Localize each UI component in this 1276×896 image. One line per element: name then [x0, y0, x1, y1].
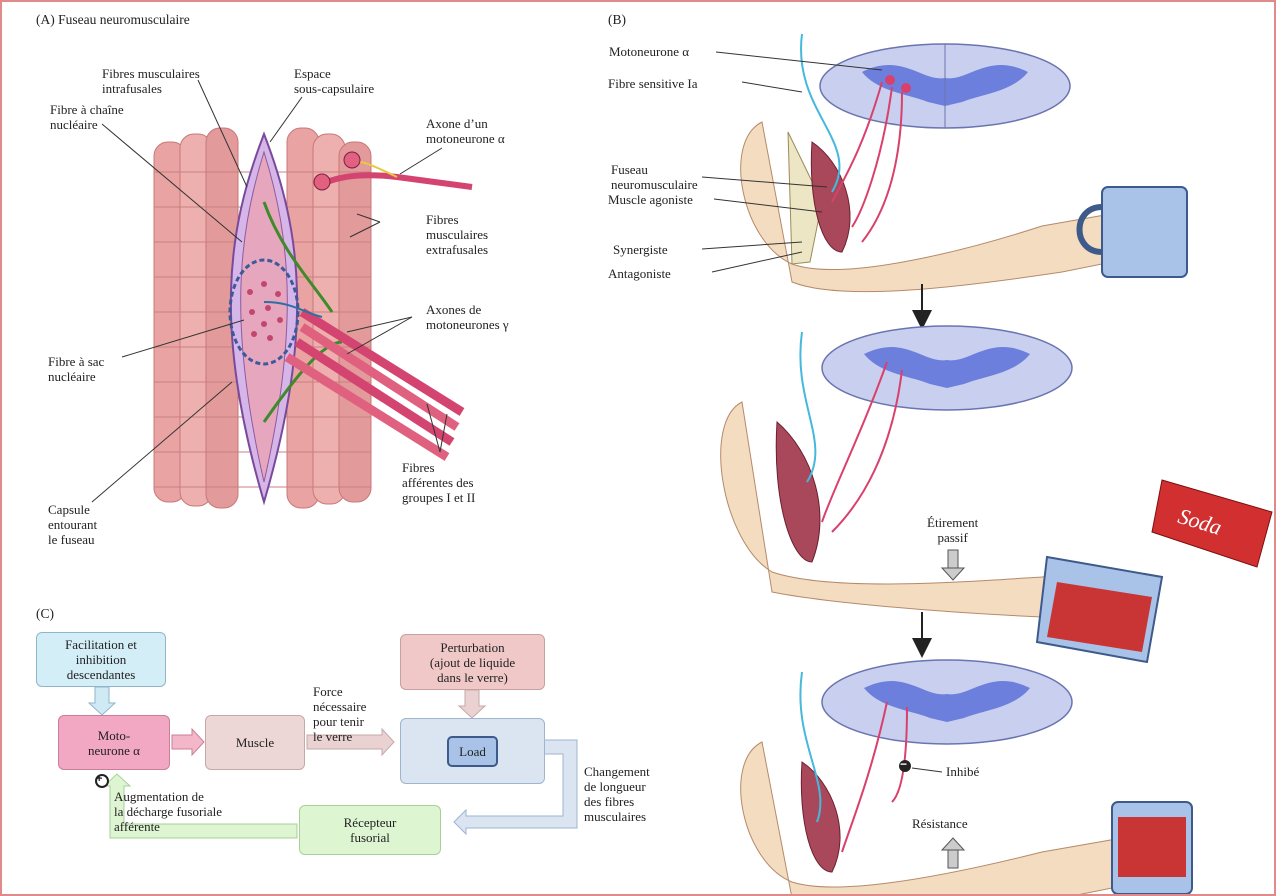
- panel-a-title: (A) Fuseau neuromusculaire: [36, 12, 190, 27]
- box-alpha-motoneuron: Moto- neurone α: [58, 715, 170, 770]
- glass-bottom: [1112, 802, 1192, 894]
- label-length-change: Changement de longueur des fibres muscul…: [584, 764, 650, 824]
- arm-top: [741, 122, 1122, 292]
- label-alpha-motoneuron: Motoneurone α: [609, 44, 689, 59]
- label-synergist: Synergiste: [613, 242, 668, 257]
- spinal-cord-bottom: [822, 660, 1072, 744]
- glass-middle: [1037, 557, 1162, 662]
- box-perturbation: Perturbation (ajout de liquide dans le v…: [400, 634, 545, 690]
- plus-sign: +: [96, 772, 102, 787]
- panel-b-title: (B): [608, 12, 626, 27]
- box-muscle: Muscle: [205, 715, 305, 770]
- label-subcapsular-space: Espace sous-capsulaire: [294, 66, 374, 96]
- box-descending-control: Facilitation et inhibition descendantes: [36, 632, 166, 687]
- resistance-arrow: [942, 838, 964, 868]
- label-intrafusal-fibers: Fibres musculaires intrafusales: [102, 66, 200, 96]
- label-afferent-fibers: Fibres afférentes des groupes I et II: [402, 460, 475, 505]
- spinal-cord-middle: [822, 326, 1072, 410]
- passive-stretch-arrow: [942, 550, 964, 580]
- label-nuclear-bag-fiber: Fibre à sac nucléaire: [48, 354, 104, 384]
- label-passive-stretch: Étirement passif: [927, 515, 978, 545]
- label-agonist-muscle: Muscle agoniste: [608, 192, 693, 207]
- label-antagonist: Antagoniste: [608, 266, 671, 281]
- label-capsule: Capsule entourant le fuseau: [48, 502, 97, 547]
- label-inhibited: Inhibé: [946, 764, 979, 779]
- label-extrafusal-fibers: Fibres musculaires extrafusales: [426, 212, 488, 257]
- label-alpha-axon: Axone d’un motoneurone α: [426, 116, 505, 146]
- label-resistance: Résistance: [912, 816, 968, 831]
- label-nuclear-chain-fiber: Fibre à chaîne nucléaire: [50, 102, 124, 132]
- label-spindle: Fuseau neuromusculaire: [611, 162, 698, 192]
- minus-sign: −: [900, 757, 907, 772]
- arm-middle: [721, 402, 1092, 622]
- box-spindle-receptor: Récepteur fusorial: [299, 805, 441, 855]
- label-gamma-axons: Axones de motoneurones γ: [426, 302, 509, 332]
- box-load: Load: [400, 718, 545, 784]
- label-force-needed: Force nécessaire pour tenir le verre: [313, 684, 366, 744]
- label-increase-afferent-discharge: Augmentation de la décharge fusoriale af…: [114, 789, 222, 834]
- load-glass-icon: Load: [447, 736, 498, 767]
- panel-c-title: (C): [36, 606, 54, 621]
- spinal-cord-top: [820, 44, 1070, 128]
- label-sensory-fiber-ia: Fibre sensitive Ia: [608, 76, 698, 91]
